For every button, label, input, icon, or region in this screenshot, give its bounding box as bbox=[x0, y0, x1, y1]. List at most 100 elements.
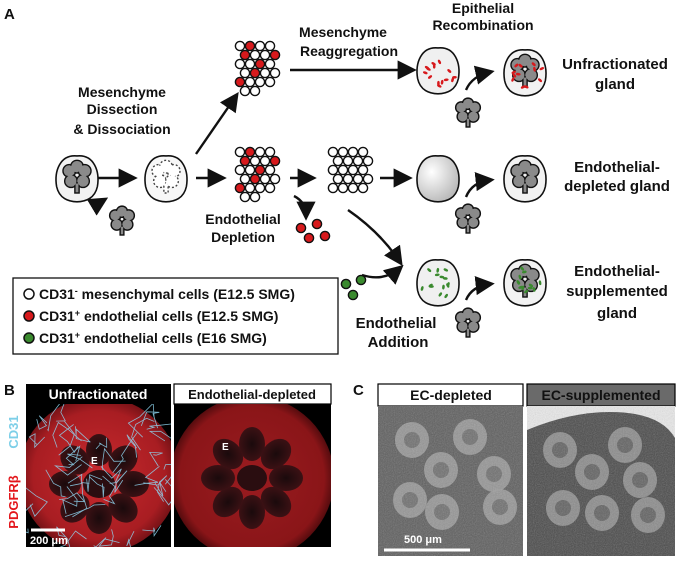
gland-lobe-fill bbox=[513, 175, 525, 187]
intact-gland-capsule bbox=[55, 155, 99, 203]
removed-endothelial-cell bbox=[319, 230, 331, 242]
mesenchymal-cell bbox=[269, 67, 281, 79]
blood-vessel bbox=[59, 492, 86, 503]
mesenchymal-cell bbox=[244, 58, 256, 70]
gland-lobe-fill bbox=[470, 312, 480, 323]
epithelial-lobe bbox=[86, 502, 112, 534]
mesenchymal-cell bbox=[244, 76, 256, 88]
embedded-endothelial-cell bbox=[528, 283, 534, 288]
blood-vessel bbox=[98, 529, 114, 547]
arrow-epi-1 bbox=[464, 65, 495, 91]
gland-lobe-fill bbox=[458, 321, 468, 332]
gland-lobe-fill bbox=[470, 102, 480, 113]
embedded-endothelial-cell bbox=[520, 266, 525, 271]
blood-vessel bbox=[140, 411, 160, 429]
endothelial-cell-e12 bbox=[249, 173, 261, 185]
blood-vessel bbox=[36, 415, 48, 430]
epithelium-for-recombination-3 bbox=[454, 307, 482, 338]
gland-stalk bbox=[119, 225, 125, 236]
embedded-endothelial-cell bbox=[521, 270, 527, 274]
mesenchymal-cell bbox=[259, 173, 271, 185]
embedded-endothelial-cell bbox=[438, 292, 443, 297]
blood-vessel bbox=[95, 437, 108, 450]
mesenchymal-cell bbox=[234, 40, 246, 52]
pool-depleted-mesenchyme bbox=[327, 146, 374, 194]
capsule-outline bbox=[416, 259, 460, 307]
arrow-addition bbox=[347, 209, 403, 266]
mesenchymal-cell bbox=[347, 182, 359, 194]
outcome-supplemented-label: Endothelial- supplemented gland bbox=[566, 263, 668, 322]
arrow-epi-2 bbox=[464, 172, 495, 198]
svg-text:Endothelial-: Endothelial- bbox=[574, 159, 660, 176]
embedded-endothelial-cell bbox=[446, 282, 450, 287]
mesenchymal-cell bbox=[269, 173, 281, 185]
mesenchymal-cell bbox=[357, 164, 369, 176]
gland-stalk bbox=[465, 327, 471, 338]
svg-text:gland: gland bbox=[597, 305, 637, 322]
blood-vessel bbox=[54, 456, 83, 476]
svg-text:Mesenchyme: Mesenchyme bbox=[78, 84, 166, 100]
embedded-endothelial-cell bbox=[514, 63, 519, 68]
embedded-endothelial-cell bbox=[511, 77, 515, 82]
blood-vessel bbox=[127, 404, 155, 438]
mesenchymal-cell bbox=[352, 173, 364, 185]
arrow-to-reaggregate bbox=[195, 92, 239, 155]
mesenchymal-cell bbox=[347, 164, 359, 176]
blood-vessel bbox=[131, 417, 155, 451]
mesenchymal-cell bbox=[254, 40, 266, 52]
mesenchymal-cell bbox=[244, 164, 256, 176]
depleted-gland-epithelium bbox=[510, 159, 540, 194]
mesenchymal-cell bbox=[234, 164, 246, 176]
gland-lobe-fill bbox=[458, 217, 468, 228]
flow-arrows bbox=[85, 60, 495, 301]
endothelial-cell-e12 bbox=[249, 67, 261, 79]
svg-text:& Dissociation: & Dissociation bbox=[73, 121, 170, 137]
panel-c-header-left-text: EC-depleted bbox=[410, 387, 492, 403]
blood-vessel bbox=[146, 423, 171, 430]
legend-item-endothelial-e12: CD31+ endothelial cells (E12.5 SMG) bbox=[39, 308, 278, 324]
embedded-endothelial-cell bbox=[521, 285, 525, 291]
outcome-depleted-label: Endothelial- depleted gland bbox=[564, 159, 670, 195]
gland-lobe-fill bbox=[112, 219, 122, 230]
endothelial-cell-e12 bbox=[234, 182, 246, 194]
supplemented-gland-capsule bbox=[503, 259, 547, 307]
endothelial-cell-e12 bbox=[234, 76, 246, 88]
blood-vessel bbox=[143, 475, 168, 492]
panel-b-image-unfractionated bbox=[26, 404, 171, 547]
blood-vessel bbox=[26, 503, 34, 534]
embedded-endothelial-cell bbox=[527, 286, 533, 290]
unfractionated-gland-capsule bbox=[503, 49, 547, 97]
epithelial-lobe bbox=[49, 471, 81, 497]
embedded-endothelial-cell bbox=[437, 84, 442, 88]
embedded-endothelial-cell bbox=[531, 62, 536, 67]
blood-vessel bbox=[56, 526, 71, 547]
legend-item-mesenchymal: CD31- mesenchymal cells (E12.5 SMG) bbox=[39, 286, 295, 302]
legend-item-endothelial-e16: CD31+ endothelial cells (E16 SMG) bbox=[39, 330, 267, 346]
gland-lobe-fill bbox=[527, 165, 539, 177]
epithelial-core bbox=[83, 470, 115, 498]
svg-text:depleted gland: depleted gland bbox=[564, 178, 670, 195]
embedded-endothelial-cell bbox=[437, 59, 442, 65]
gland-lobe-fill bbox=[468, 321, 478, 332]
svg-text:Dissection: Dissection bbox=[87, 101, 158, 117]
capsule-outline bbox=[416, 155, 460, 203]
blood-vessel bbox=[134, 465, 160, 486]
blood-vessel bbox=[47, 404, 60, 432]
embedded-endothelial-cell bbox=[423, 71, 428, 75]
mesenchymal-cell bbox=[234, 58, 246, 70]
embedded-endothelial-cell bbox=[426, 67, 431, 71]
legend-swatch-endothelial-e12 bbox=[23, 310, 35, 322]
supplemented-reaggregate-capsule bbox=[416, 259, 460, 307]
mesenchymal-cell bbox=[352, 155, 364, 167]
mesenchymal-cell bbox=[337, 164, 349, 176]
blood-vessel bbox=[75, 426, 91, 443]
svg-text:Recombination: Recombination bbox=[432, 17, 533, 33]
gland-lobe-fill bbox=[77, 175, 89, 187]
blood-vessel bbox=[153, 479, 171, 506]
blood-vessel bbox=[93, 538, 120, 547]
embedded-endothelial-cell bbox=[444, 293, 448, 299]
embedded-endothelial-cell bbox=[440, 79, 444, 85]
epithelial-lobe bbox=[108, 493, 138, 523]
gland-lobe-fill bbox=[468, 111, 478, 122]
legend: CD31- mesenchymal cells (E12.5 SMG) CD31… bbox=[12, 277, 339, 355]
